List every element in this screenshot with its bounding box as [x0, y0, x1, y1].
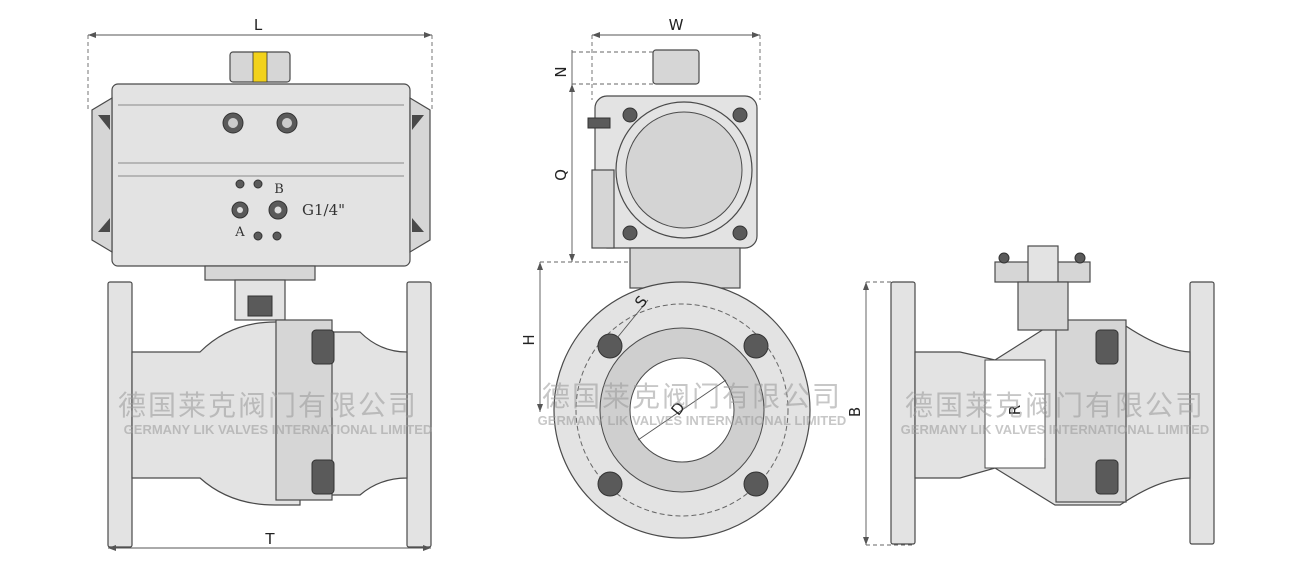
dimension-q: Q	[552, 84, 575, 262]
neck-side	[629, 247, 741, 289]
port-label-a: A	[234, 225, 245, 240]
dimension-n: N	[552, 50, 660, 85]
dimension-b: B	[846, 281, 915, 546]
dim-label-w: W	[669, 16, 684, 34]
section-view: B R 德国莱克阀门有限公司 GERMANY LIK VALVES INTERN…	[846, 245, 1215, 546]
dim-label-q: Q	[552, 169, 570, 181]
dim-label-b: B	[846, 407, 864, 417]
thread-label: G1/4"	[302, 201, 345, 219]
mounting-bracket	[204, 265, 316, 321]
indicator-side	[652, 49, 700, 85]
side-view: W N Q H	[520, 16, 847, 539]
position-indicator	[229, 51, 291, 83]
dimension-t: T	[108, 530, 431, 551]
watermark-english-1: GERMANY LIK VALVES INTERNATIONAL LIMITED	[124, 422, 433, 437]
flange-face	[553, 281, 811, 539]
watermark-chinese-2: 德国莱克阀门有限公司	[542, 380, 842, 413]
watermark-chinese-1: 德国莱克阀门有限公司	[118, 389, 418, 422]
dimension-l: L	[87, 16, 433, 110]
dim-label-t: T	[264, 530, 275, 548]
dim-label-r: R	[1006, 405, 1024, 415]
ball-valve-body	[107, 281, 432, 548]
port-label-b: B	[274, 182, 284, 197]
watermark-english-2: GERMANY LIK VALVES INTERNATIONAL LIMITED	[538, 413, 847, 428]
dim-label-l: L	[254, 16, 263, 34]
actuator-end-cover	[587, 95, 758, 249]
dimension-w: W	[591, 16, 761, 100]
section-body	[890, 245, 1215, 545]
watermark-english-3: GERMANY LIK VALVES INTERNATIONAL LIMITED	[901, 422, 1210, 437]
pneumatic-actuator: B A G1/4"	[91, 83, 431, 267]
watermark-chinese-3: 德国莱克阀门有限公司	[905, 389, 1205, 422]
dim-label-h: H	[520, 334, 538, 345]
dim-label-n: N	[552, 66, 570, 77]
dimension-h: H	[520, 261, 640, 412]
front-view: L	[87, 16, 433, 551]
